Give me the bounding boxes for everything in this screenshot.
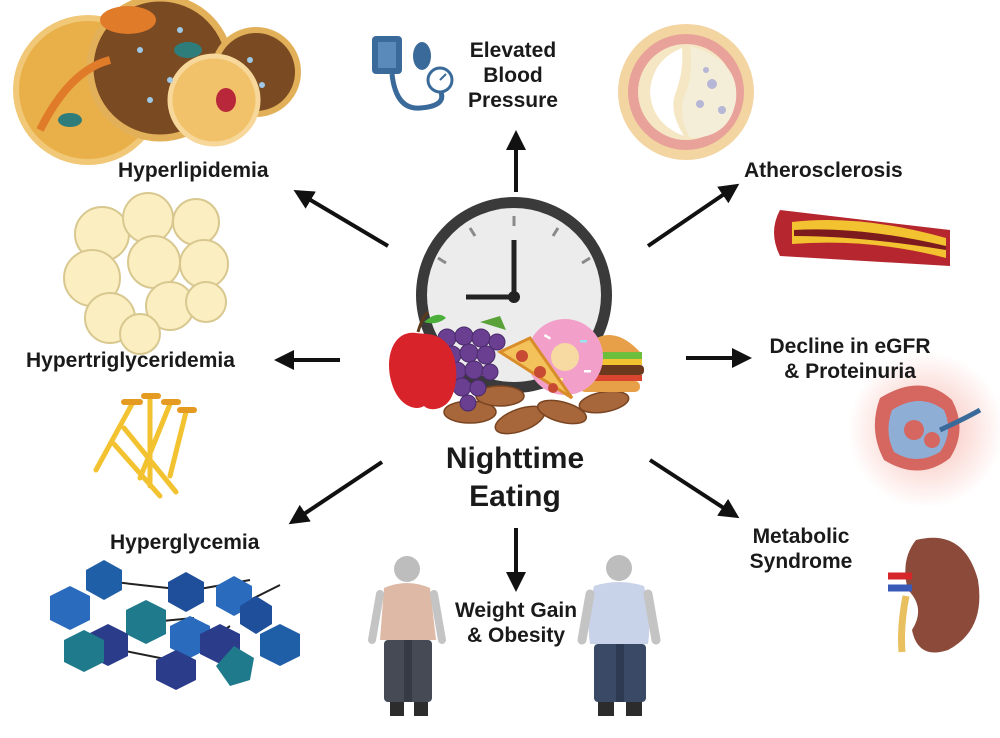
label-hypertriglyceridemia: Hypertriglyceridemia xyxy=(26,349,235,372)
label-metabolic-syndrome: Metabolic Syndrome xyxy=(749,525,853,573)
arrow-atherosclerosis xyxy=(646,183,740,248)
label-atherosclerosis: Atherosclerosis xyxy=(744,159,903,182)
label-elevated-blood-pressure: Elevated Blood Pressure xyxy=(468,39,558,112)
glucose-icon xyxy=(50,560,300,690)
person-obese-icon xyxy=(577,555,661,716)
person-icon xyxy=(368,556,446,716)
label-hyperglycemia: Hyperglycemia xyxy=(110,531,260,554)
label-hyperlipidemia: Hyperlipidemia xyxy=(118,159,269,182)
artery-icon xyxy=(618,24,950,266)
kidney-organ-icon xyxy=(888,537,980,653)
narrowed-artery xyxy=(774,210,950,266)
label-egfr-proteinuria: Decline in eGFR & Proteinuria xyxy=(769,335,931,383)
fat-cells-icon xyxy=(63,192,229,355)
center-title: Nighttime Eating xyxy=(445,442,585,513)
pizza xyxy=(496,336,574,400)
lipoprotein-icon xyxy=(13,0,301,165)
grapes xyxy=(437,316,506,412)
kidney-icon xyxy=(848,352,1000,508)
arrow-metabolic xyxy=(648,458,740,519)
arrow-hyperlipidemia xyxy=(293,189,390,248)
food-icon xyxy=(389,310,644,435)
arrows xyxy=(274,130,752,592)
apple xyxy=(389,310,457,410)
triglyceride-icon xyxy=(93,393,197,499)
bp-monitor-icon xyxy=(372,36,454,111)
arrow-hyperglycemia xyxy=(288,460,384,525)
label-weight-gain-obesity: Weight Gain & Obesity xyxy=(454,599,578,647)
